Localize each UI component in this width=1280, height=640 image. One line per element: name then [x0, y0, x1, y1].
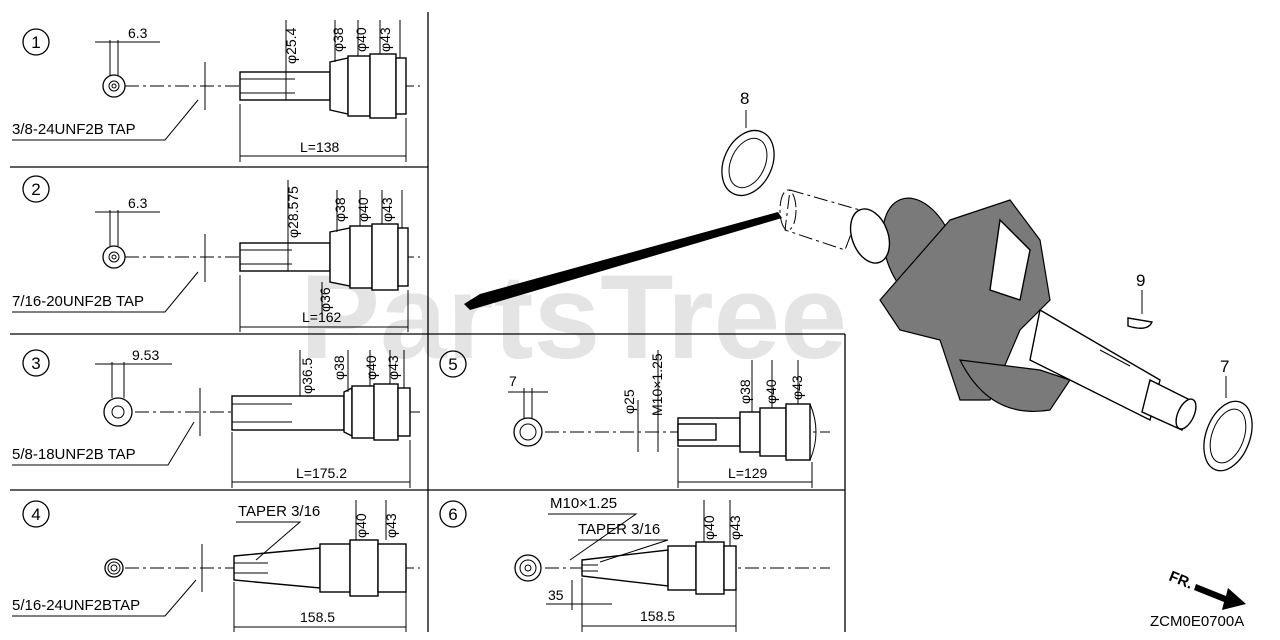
- taper-label: TAPER 3/16: [238, 503, 320, 520]
- tap-label: 7/16-20UNF2B TAP: [12, 293, 144, 310]
- panel-3: 3 9.53 φ36.5 φ38 φ40 φ43 L=175.2 5/8-18U…: [12, 347, 420, 488]
- woodruff-key: 9: [1127, 271, 1153, 329]
- diameter-label: φ43: [377, 27, 393, 52]
- tap-label: 5/16-24UNF2BTAP: [12, 597, 140, 614]
- diagram-code: ZCM0E0700A: [1150, 613, 1244, 630]
- diameter-label: φ43: [789, 375, 805, 400]
- exploded-view: 8 9 7: [464, 89, 1253, 472]
- offset-label: 35: [548, 587, 564, 603]
- oil-seal-lower: 7: [1203, 357, 1253, 472]
- panel-number: 2: [31, 180, 40, 199]
- diameter-label: φ38: [737, 379, 753, 404]
- panel-5: 5 7 φ25 M10×1.25 φ38 φ40 φ43 L=129: [439, 350, 830, 488]
- panel-number-badge: [22, 28, 50, 56]
- oil-seal-upper: 8: [721, 89, 775, 197]
- length-label: L=162: [302, 309, 342, 325]
- keyway-width: 9.53: [132, 347, 159, 363]
- front-indicator: FR.: [1167, 568, 1246, 610]
- panel-grid: [10, 12, 846, 632]
- callout-number: 7: [1220, 357, 1229, 376]
- panel-number: 1: [31, 33, 40, 52]
- thread-label: M10×1.25: [649, 353, 665, 416]
- front-arrow-icon: [1194, 584, 1246, 610]
- keyway-width: 7: [509, 373, 517, 389]
- output-shaft: [1029, 308, 1161, 422]
- panel-number: 4: [31, 505, 40, 524]
- diameter-label: φ40: [353, 513, 369, 538]
- diameter-label: φ40: [355, 197, 371, 222]
- length-label: 158.5: [300, 609, 335, 625]
- panel-6: 6 φ40 φ43 M10×1.25 TAPER 3/16 158.5 35: [439, 495, 830, 632]
- taper-label: TAPER 3/16: [578, 521, 660, 538]
- thread-label: M10×1.25: [550, 495, 617, 512]
- tap-label: 5/8-18UNF2B TAP: [12, 446, 136, 463]
- panel-number: 6: [448, 505, 457, 524]
- diameter-label: φ38: [332, 197, 348, 222]
- diameter-label: φ25: [621, 389, 637, 414]
- length-label: L=138: [300, 139, 340, 155]
- callout-number: 9: [1136, 271, 1145, 290]
- diameter-label: φ43: [379, 197, 395, 222]
- keyway-width: 6.3: [128, 25, 148, 41]
- diameter-label: φ36.5: [299, 357, 315, 394]
- diameter-label: φ28.575: [285, 186, 301, 238]
- front-label: FR.: [1167, 568, 1196, 593]
- panel-1: 1 6.3 φ25.4 φ38 φ40 φ43 L=138 3/8-24UNF2…: [12, 20, 420, 162]
- length-label: L=129: [728, 465, 768, 481]
- diameter-label: φ36: [317, 287, 333, 312]
- tap-label: 3/8-24UNF2B TAP: [12, 121, 136, 138]
- length-label: L=175.2: [296, 465, 347, 481]
- diameter-label: φ43: [727, 515, 743, 540]
- panel-number: 5: [448, 355, 457, 374]
- diameter-label: φ25.4: [283, 27, 299, 64]
- diameter-label: φ43: [383, 513, 399, 538]
- length-label: 158.5: [640, 608, 675, 624]
- panel-2: 2 6.3 φ28.575 φ38 φ40 φ43 φ36 L=162 7/16…: [12, 175, 420, 332]
- panel-number: 3: [31, 354, 40, 373]
- diameter-label: φ40: [763, 379, 779, 404]
- keyway-width: 6.3: [128, 195, 148, 211]
- diameter-label: φ40: [701, 515, 717, 540]
- diameter-label: φ38: [331, 355, 347, 380]
- diameter-label: φ40: [353, 27, 369, 52]
- panel-4: 4 φ40 φ43 TAPER 3/16 158.5 5/16-24UNF2BT…: [12, 500, 420, 632]
- diameter-label: φ43: [385, 355, 401, 380]
- diameter-label: φ38: [330, 27, 346, 52]
- callout-number: 8: [740, 89, 749, 108]
- diameter-label: φ40: [363, 355, 379, 380]
- pointer-arrow: [464, 212, 782, 310]
